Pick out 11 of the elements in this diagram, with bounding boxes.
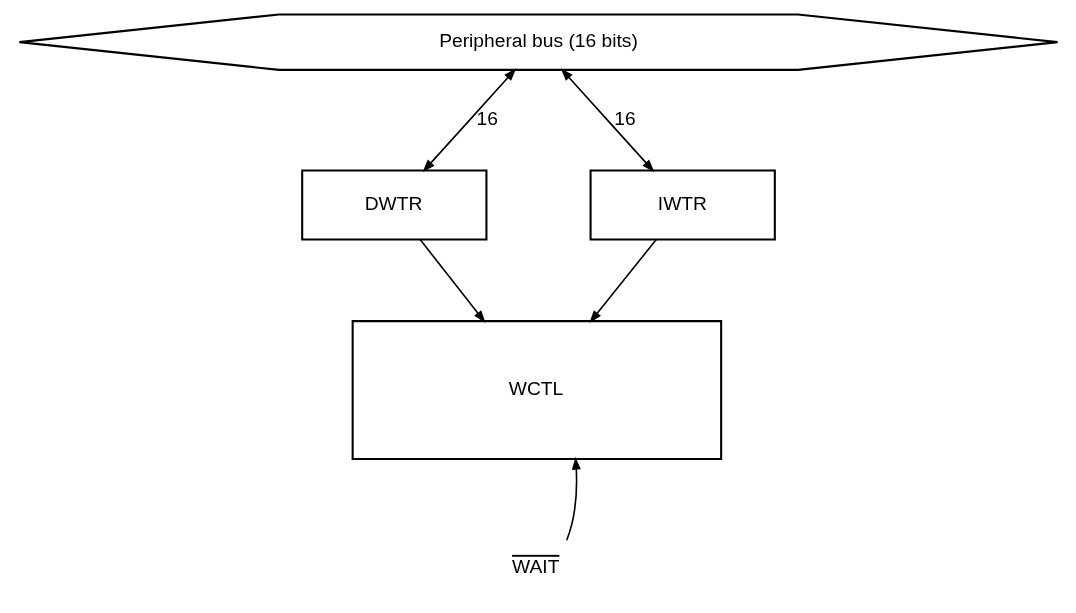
arrow [418,238,486,323]
arrow [565,456,581,541]
arrow [422,68,516,173]
edge-label: 16 [613,108,636,130]
node-text: WAIT [511,555,559,577]
arrow [560,68,654,173]
edge-label: 16 [476,108,498,130]
arrow [588,238,657,323]
node-box: WCTL [351,320,722,460]
node-box: IWTR [589,169,776,241]
node-box: DWTR [300,169,487,241]
